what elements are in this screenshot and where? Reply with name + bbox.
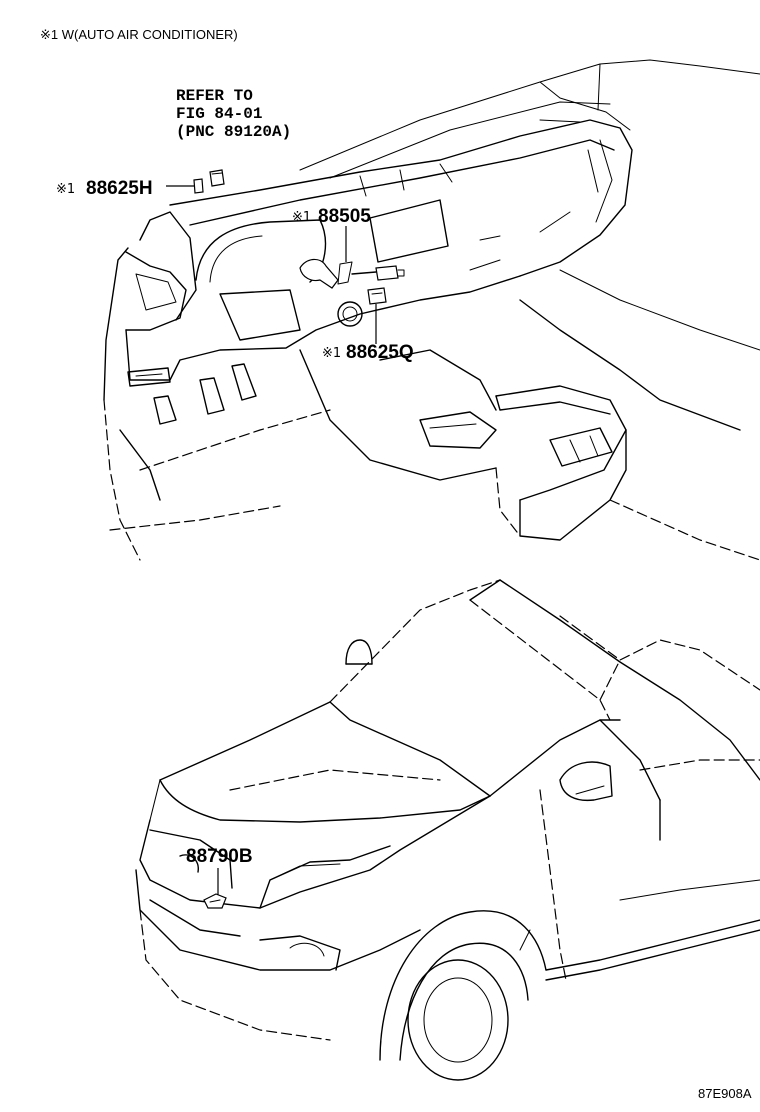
part-number-88505: 88505 (318, 206, 371, 227)
figure-reference: REFER TO FIG 84-01 (PNC 89120A) (176, 87, 291, 141)
applicability-note: ※1 W(AUTO AIR CONDITIONER) (40, 27, 238, 42)
applicability-mark: ※1 (56, 182, 75, 197)
applicability-mark: ※1 (322, 346, 341, 361)
part-number-88625Q: 88625Q (346, 342, 414, 363)
reference-line-2: FIG 84-01 (176, 105, 262, 123)
callout-88625H: ※1 88625H (56, 178, 204, 199)
callout-88790B: 88790B (186, 846, 253, 909)
part-number-88625H: 88625H (86, 178, 153, 199)
connector-88625Q (367, 287, 387, 305)
reference-line-1: REFER TO (176, 87, 253, 105)
reference-line-3: (PNC 89120A) (176, 123, 291, 141)
interior-dashboard-illustration (103, 59, 760, 561)
applicability-mark: ※1 (292, 210, 311, 225)
callout-88625Q: ※1 88625Q (322, 287, 414, 363)
vehicle-front-illustration (135, 579, 760, 1081)
connector-88625H (193, 178, 204, 194)
referenced-sensor-part (209, 169, 225, 187)
callout-88505: ※1 88505 (292, 206, 405, 289)
part-number-88790B: 88790B (186, 846, 253, 867)
sensor-88505 (299, 258, 339, 289)
figure-code: 87E908A (698, 1086, 752, 1101)
